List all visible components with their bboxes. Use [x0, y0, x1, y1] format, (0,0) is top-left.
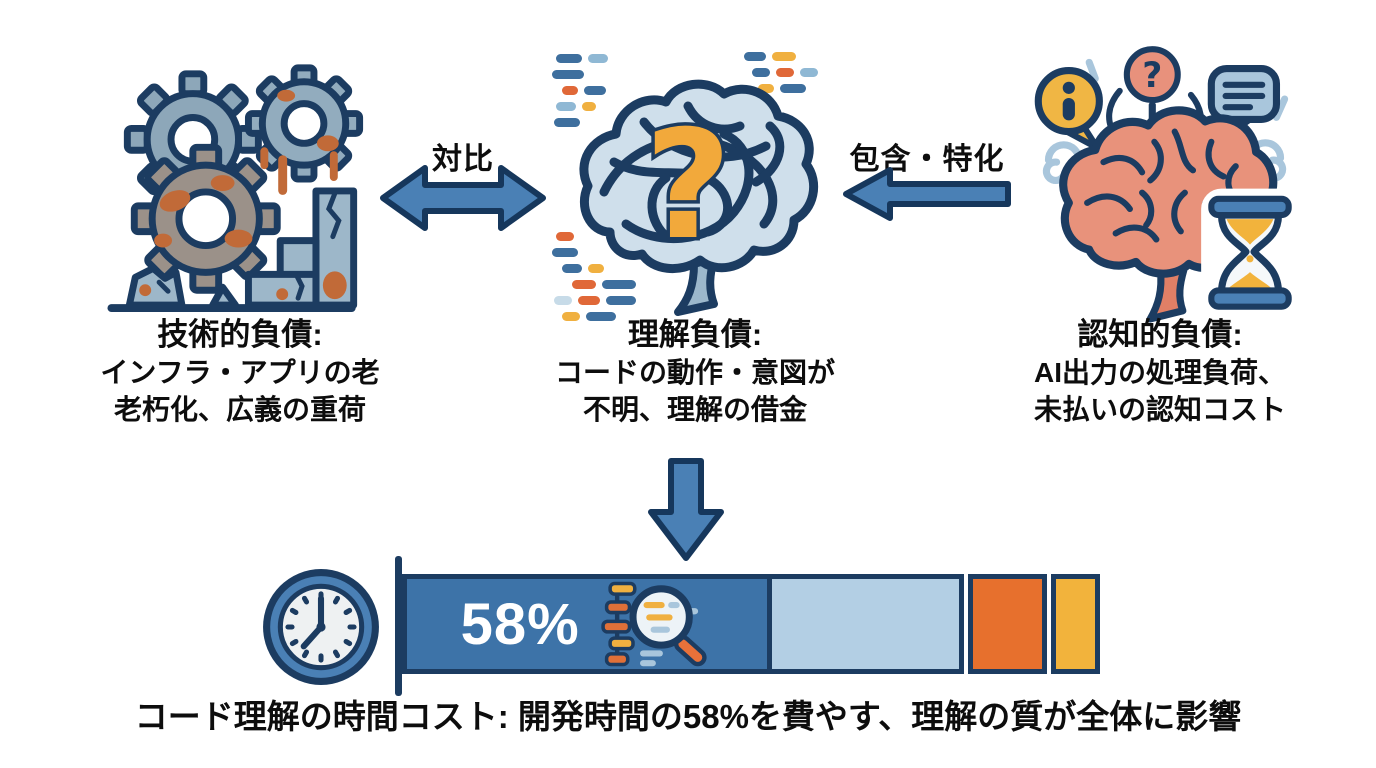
comprehension-debt-title: 理解負債: — [627, 317, 763, 352]
bar-segment-yellow — [1050, 574, 1100, 674]
contrast-double-arrow — [380, 165, 546, 231]
question-mark-glyph: ? — [644, 99, 731, 273]
contrast-arrow-label: 対比 — [432, 143, 494, 176]
percent-label: 58% — [460, 591, 580, 657]
clock-icon — [263, 569, 379, 685]
inclusion-arrow-label: 包含・特化 — [849, 143, 1005, 176]
cognitive-debt-title: 認知的負債: — [1077, 317, 1243, 352]
tangle-lines — [599, 101, 785, 244]
tangled-brain-question-icon: ? — [552, 52, 819, 321]
hourglass-icon — [1201, 188, 1299, 319]
rusty-gears-icon — [107, 64, 364, 313]
technical-debt-title: 技術的負債: — [157, 317, 323, 352]
svg-text:?: ? — [1142, 56, 1162, 96]
bar-segment-remaining — [772, 574, 964, 674]
bar-axis-line — [395, 556, 402, 696]
bar-caption: コード理解の時間コスト: 開発時間の58%を費やす、理解の質が全体に影響 — [134, 698, 1242, 735]
down-arrow — [648, 458, 724, 561]
inclusion-left-arrow — [843, 167, 1011, 221]
code-magnifier-icon — [600, 581, 707, 667]
brain-folds — [1084, 128, 1241, 243]
comprehension-debt-text: 理解負債: コードの動作・意図が 不明、理解の借金 — [510, 316, 880, 429]
rust-patches — [154, 89, 339, 248]
technical-debt-text: 技術的負債: インフラ・アプリの老 老朽化、広義の重荷 — [55, 316, 425, 429]
code-lines — [552, 52, 818, 321]
bar-segment-comprehension: 58% — [402, 574, 773, 674]
cognitive-debt-text: 認知的負債: AI出力の処理負荷、 未払いの認知コスト — [975, 316, 1345, 429]
bar-segment-orange — [967, 574, 1047, 674]
brain-hourglass-icon: ? — [1034, 46, 1299, 323]
info-bubble-icon — [1034, 66, 1103, 151]
time-cost-bar: 58% — [402, 574, 1100, 674]
